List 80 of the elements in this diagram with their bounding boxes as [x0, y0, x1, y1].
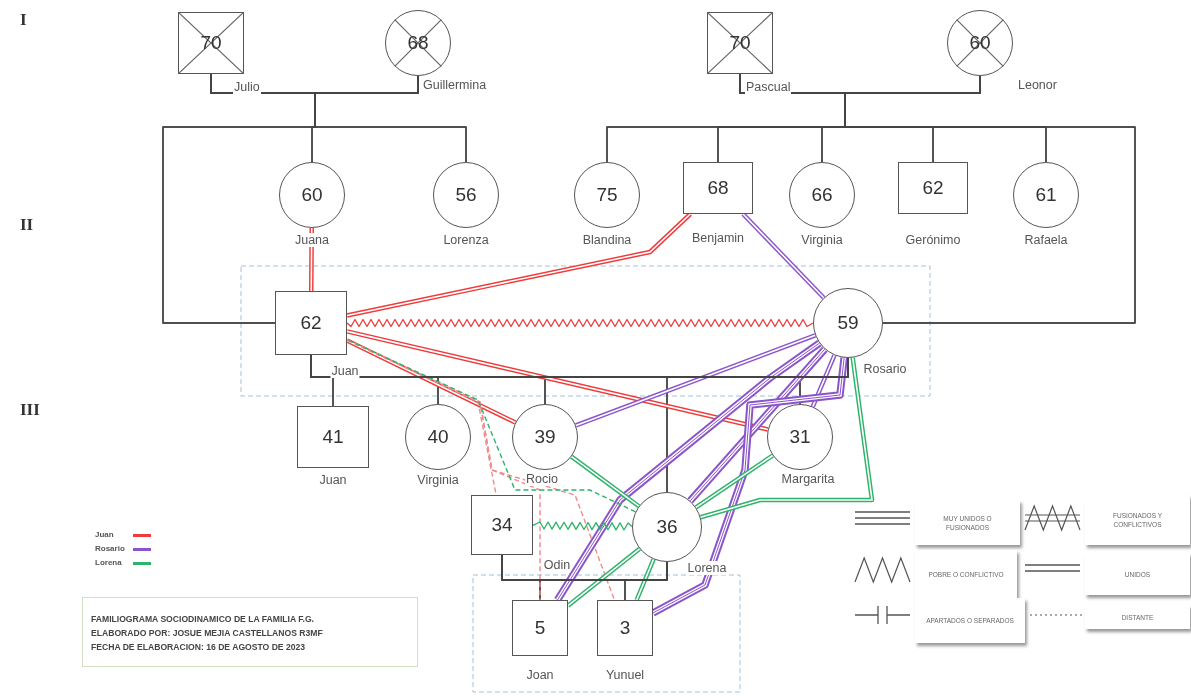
relationship-line	[700, 357, 875, 520]
male-square	[683, 162, 753, 214]
relationship-line	[694, 453, 774, 510]
age-label: 62	[300, 312, 322, 334]
age-label: 41	[322, 426, 344, 448]
age-label: 60	[301, 184, 323, 206]
male-square	[898, 162, 968, 214]
name-label: Julio	[233, 80, 261, 94]
name-label: Yunuel	[604, 668, 646, 682]
caption-line: ELABORADO POR: JOSUE MEJIA CASTELLANOS R3MF	[91, 627, 324, 640]
caption-line: FECHA DE ELABORACION: 16 DE AGOSTO DE 2023	[91, 641, 307, 654]
caption-box	[82, 597, 418, 667]
name-label: Leonor	[1017, 78, 1058, 92]
age-label: 75	[596, 184, 618, 206]
relationship-line	[634, 558, 656, 601]
age-label: 56	[455, 184, 477, 206]
relationship-line	[309, 228, 314, 291]
male-square	[297, 406, 369, 468]
relationship-line	[810, 354, 837, 408]
age-label: 62	[922, 177, 944, 199]
name-label: Joan	[525, 668, 555, 682]
age-label: 68	[707, 177, 729, 199]
male-square	[178, 12, 244, 74]
male-square	[597, 600, 653, 656]
female-circle	[813, 288, 883, 358]
name-label: Rocio	[525, 472, 559, 486]
age-label: 36	[656, 516, 678, 538]
name-label: Benjamin	[690, 231, 746, 245]
male-square	[707, 12, 773, 74]
name-label: Pascual	[745, 80, 792, 94]
relationship-line	[566, 547, 641, 608]
name-label: Juan	[318, 473, 348, 487]
generation-label: I	[20, 10, 27, 30]
name-label: Virginia	[800, 233, 844, 247]
age-label: 3	[619, 617, 631, 639]
relationship-line	[741, 212, 826, 300]
name-label: Guillermina	[422, 78, 488, 92]
male-square	[512, 600, 568, 656]
generation-label: II	[20, 215, 34, 235]
name-label: Lorena	[686, 561, 728, 575]
marriage-line	[210, 73, 419, 94]
name-label: Gerónimo	[904, 233, 962, 247]
name-label: Blandina	[581, 233, 633, 247]
name-label: Odin	[542, 558, 572, 572]
relationship-line	[346, 339, 616, 601]
relationship-line	[346, 318, 814, 328]
name-label: Rafaela	[1023, 233, 1069, 247]
name-label: Rosario	[862, 362, 908, 376]
relationship-line	[346, 212, 692, 318]
relationship-line	[346, 338, 517, 425]
legend-label: Juan	[95, 530, 114, 539]
age-label: 61	[1035, 184, 1057, 206]
name-label: Margarita	[780, 472, 836, 486]
relationship-line	[346, 338, 637, 513]
name-label: Lorenza	[442, 233, 490, 247]
relationship-line	[687, 346, 828, 504]
age-label: 34	[491, 514, 513, 536]
legend-label: Lorena	[95, 558, 122, 567]
name-label: Juana	[293, 233, 331, 247]
relationship-line	[346, 329, 769, 432]
age-label: 31	[789, 426, 811, 448]
caption-line: FAMILIOGRAMA SOCIODINAMICO DE LA FAMILIA F.G.	[91, 613, 315, 626]
age-label: 39	[534, 426, 556, 448]
name-label: Juan	[330, 364, 360, 378]
name-label: Virginia	[416, 473, 460, 487]
relationship-line	[554, 340, 822, 602]
marriage-line	[501, 554, 668, 581]
age-label: 59	[837, 312, 859, 334]
female-circle	[632, 492, 702, 562]
relationship-line	[570, 454, 641, 509]
legend-label: Rosario	[95, 544, 125, 553]
male-square	[275, 291, 347, 355]
age-label: 5	[534, 617, 546, 639]
relationship-line	[575, 333, 817, 428]
age-label: 40	[427, 426, 449, 448]
relationship-line	[532, 521, 633, 531]
male-square	[471, 495, 533, 555]
generation-label: III	[20, 400, 40, 420]
age-label: 66	[811, 184, 833, 206]
relationship-line	[651, 357, 848, 617]
